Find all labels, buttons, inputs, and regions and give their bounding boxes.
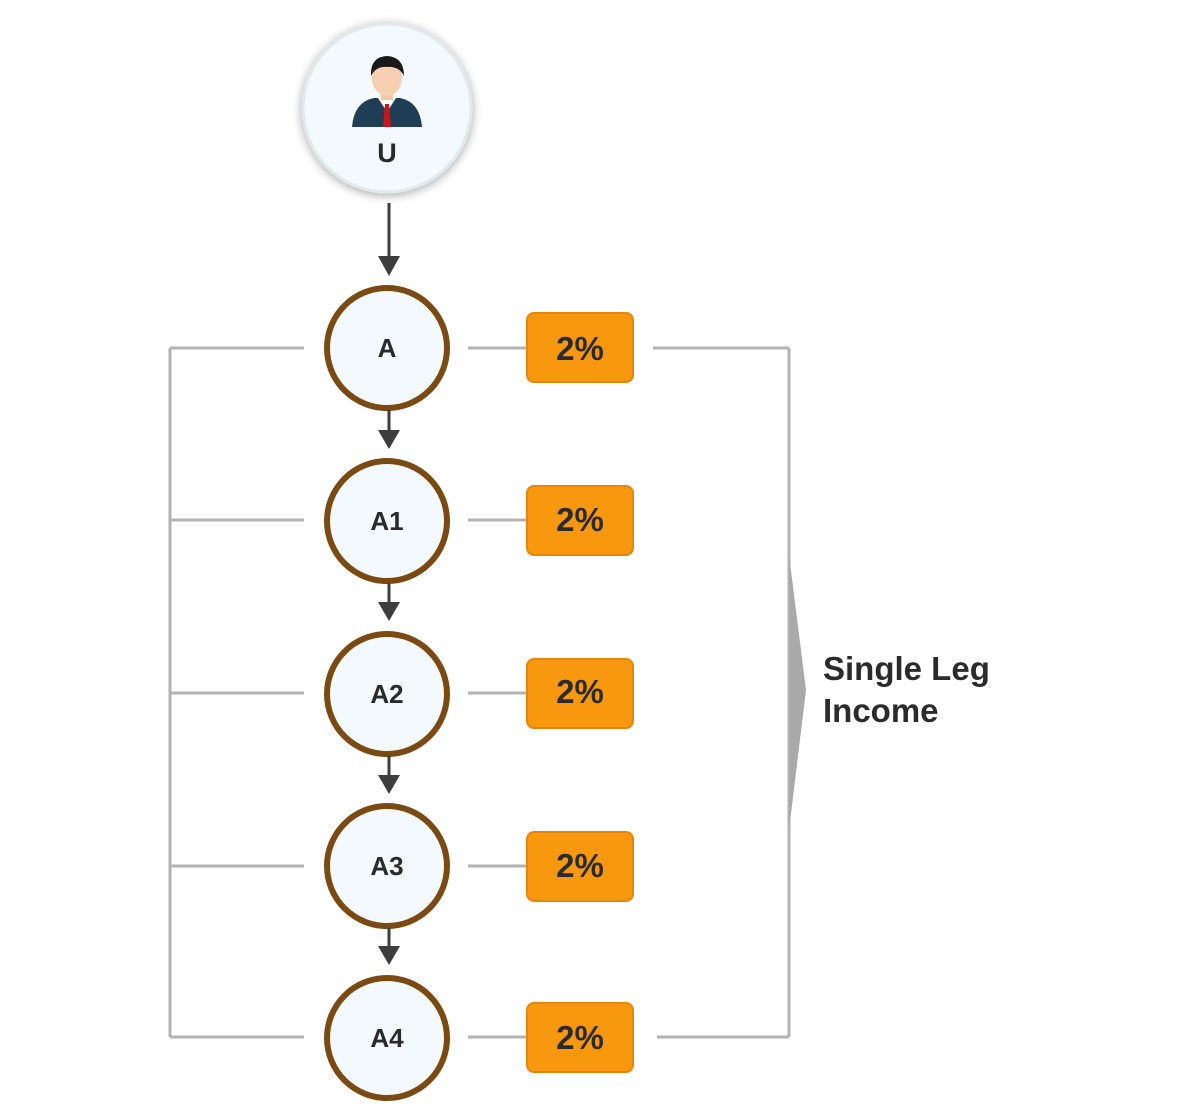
node-a4[interactable]: A4 [324,975,450,1101]
income-label-line1: Single Leg [823,650,990,687]
percent-badge: 2% [526,312,634,383]
root-node-label: U [377,138,397,168]
arrow-root-to-a [378,203,400,276]
percent-label: 2% [556,501,604,538]
businessman-avatar-icon [352,56,422,127]
node-label: A4 [370,1023,404,1053]
node-label: A [378,333,397,363]
percent-badge: 2% [526,831,634,902]
percent-label: 2% [556,673,604,710]
income-label-line2: Income [823,692,939,729]
level-row-a: A 2% [170,285,789,411]
percent-badge: 2% [526,658,634,729]
income-label: Single Leg Income [823,650,990,729]
root-node[interactable]: U [301,22,473,194]
level-row-a1: A1 2% [170,458,634,584]
percent-label: 2% [556,1019,604,1056]
arrow-a-to-a1 [378,410,400,449]
node-a3[interactable]: A3 [324,803,450,929]
node-a2[interactable]: A2 [324,631,450,757]
income-bracket-pointer-icon [789,555,806,830]
node-label: A3 [370,851,403,881]
level-row-a2: A2 2% [170,631,634,757]
percent-badge: 2% [526,485,634,556]
node-label: A1 [370,506,403,536]
arrow-a3-to-a4 [378,928,400,965]
arrow-a1-to-a2 [378,583,400,621]
percent-label: 2% [556,847,604,884]
level-row-a3: A3 2% [170,803,634,929]
level-row-a4: A4 2% [170,975,789,1101]
node-a[interactable]: A [324,285,450,411]
percent-badge: 2% [526,1002,634,1073]
node-a1[interactable]: A1 [324,458,450,584]
percent-label: 2% [556,330,604,367]
arrow-a2-to-a3 [378,756,400,794]
node-label: A2 [370,679,403,709]
